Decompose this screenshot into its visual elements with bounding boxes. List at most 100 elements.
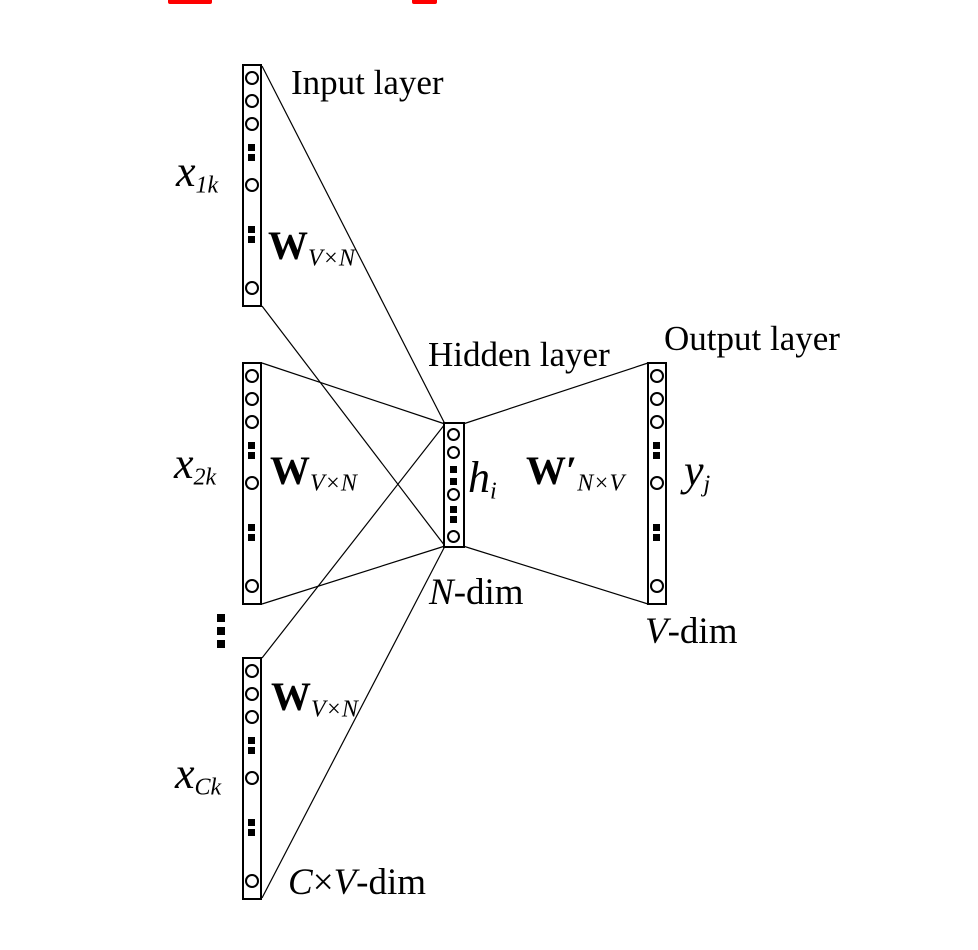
- unit-circle: [447, 530, 460, 543]
- unit-circle: [245, 710, 259, 724]
- w3-subscript: V×N: [311, 696, 358, 723]
- w-prime-subscript: N×V: [577, 470, 625, 497]
- label-xCk: xCk: [175, 752, 221, 800]
- ellipsis-dot: [450, 516, 457, 523]
- unit-circle: [447, 428, 460, 441]
- ellipsis-dot: [248, 534, 255, 541]
- n-dim-var: N: [429, 572, 454, 613]
- label-cv-dim: C×V-dim: [288, 864, 426, 901]
- edge-hidden-bottom-to-output-bottom: [462, 545, 649, 605]
- ellipsis-dot: [248, 829, 255, 836]
- unit-circle: [245, 71, 259, 85]
- ellipsis-dot: [248, 452, 255, 459]
- edge-xCk-bottom-to-hidden-bottom: [261, 545, 446, 899]
- yj-base: y: [684, 446, 704, 495]
- edge-x2k-top-to-hidden-top: [261, 362, 446, 425]
- w-prime-base: W′: [526, 448, 578, 493]
- unit-circle: [447, 488, 460, 501]
- ellipsis-dot: [653, 442, 660, 449]
- unit-circle: [650, 579, 664, 593]
- w2-subscript: V×N: [310, 470, 357, 497]
- input-vector-xCk: [242, 657, 262, 900]
- label-hi: hi: [468, 456, 497, 504]
- unit-circle: [245, 771, 259, 785]
- edge-x1k-bottom-to-hidden-bottom: [261, 305, 446, 547]
- label-weight-w-prime: W′N×V: [526, 448, 624, 496]
- hidden-layer-title: Hidden layer: [428, 335, 610, 374]
- edge-xCk-top-to-hidden-top: [261, 423, 446, 659]
- ellipsis-dot: [248, 144, 255, 151]
- cv-dim-var-v: V: [333, 862, 357, 903]
- column-ellipsis-dot: [217, 627, 225, 635]
- w1-base: W: [268, 223, 308, 268]
- ellipsis-dot: [248, 154, 255, 161]
- unit-circle: [245, 281, 259, 295]
- ellipsis-dot: [248, 737, 255, 744]
- x2k-subscript: 2k: [193, 464, 217, 491]
- unit-circle: [245, 392, 259, 406]
- unit-circle: [245, 579, 259, 593]
- ellipsis-dot: [248, 226, 255, 233]
- label-v-dim: V-dim: [645, 613, 738, 650]
- unit-circle: [650, 476, 664, 490]
- ellipsis-dot: [653, 534, 660, 541]
- v-dim-suffix: -dim: [667, 611, 738, 652]
- unit-circle: [245, 94, 259, 108]
- column-ellipsis-dot: [217, 640, 225, 648]
- unit-circle: [245, 117, 259, 131]
- hi-base: h: [468, 453, 490, 502]
- output-layer-title: Output layer: [664, 319, 840, 358]
- red-annotation-fragment-right: [412, 0, 437, 4]
- cv-dim-suffix: -dim: [356, 862, 427, 903]
- unit-circle: [650, 392, 664, 406]
- label-n-dim: N-dim: [429, 574, 524, 611]
- hi-subscript: i: [490, 478, 497, 505]
- xCk-subscript: Ck: [194, 774, 222, 801]
- ellipsis-dot: [248, 236, 255, 243]
- edge-x1k-top-to-hidden-top: [261, 65, 446, 425]
- output-vector-yj: [647, 362, 667, 605]
- ellipsis-dot: [653, 524, 660, 531]
- ellipsis-dot: [248, 747, 255, 754]
- w3-base: W: [271, 674, 311, 719]
- edge-hidden-top-to-output-top: [462, 362, 649, 425]
- unit-circle: [245, 874, 259, 888]
- label-x2k: x2k: [174, 442, 216, 490]
- ellipsis-dot: [653, 452, 660, 459]
- input-vector-x1k: [242, 64, 262, 307]
- yj-subscript: j: [703, 471, 711, 498]
- ellipsis-dot: [248, 819, 255, 826]
- column-ellipsis-dot: [217, 614, 225, 622]
- x1k-base: x: [176, 147, 196, 196]
- w1-subscript: V×N: [308, 245, 355, 272]
- x2k-base: x: [174, 439, 194, 488]
- label-weight-w3: WV×N: [271, 674, 358, 722]
- xCk-base: x: [175, 749, 195, 798]
- n-dim-suffix: -dim: [453, 572, 524, 613]
- ellipsis-dot: [248, 524, 255, 531]
- unit-circle: [245, 664, 259, 678]
- input-layer-title: Input layer: [291, 63, 444, 102]
- x1k-subscript: 1k: [195, 172, 219, 199]
- label-weight-w2: WV×N: [270, 448, 357, 496]
- w2-base: W: [270, 448, 310, 493]
- hidden-vector-hi: [443, 422, 465, 548]
- label-weight-w1: WV×N: [268, 223, 355, 271]
- cv-dim-var-c: C: [288, 862, 313, 903]
- ellipsis-dot: [450, 466, 457, 473]
- ellipsis-dot: [450, 478, 457, 485]
- cv-dim-times: ×: [312, 862, 334, 903]
- unit-circle: [245, 476, 259, 490]
- red-annotation-fragment-left: [168, 0, 212, 4]
- edge-x2k-bottom-to-hidden-bottom: [261, 545, 446, 605]
- ellipsis-dot: [450, 506, 457, 513]
- label-x1k: x1k: [176, 150, 218, 198]
- ellipsis-dot: [248, 442, 255, 449]
- unit-circle: [245, 687, 259, 701]
- unit-circle: [245, 369, 259, 383]
- unit-circle: [650, 415, 664, 429]
- unit-circle: [245, 178, 259, 192]
- input-vector-x2k: [242, 362, 262, 605]
- unit-circle: [650, 369, 664, 383]
